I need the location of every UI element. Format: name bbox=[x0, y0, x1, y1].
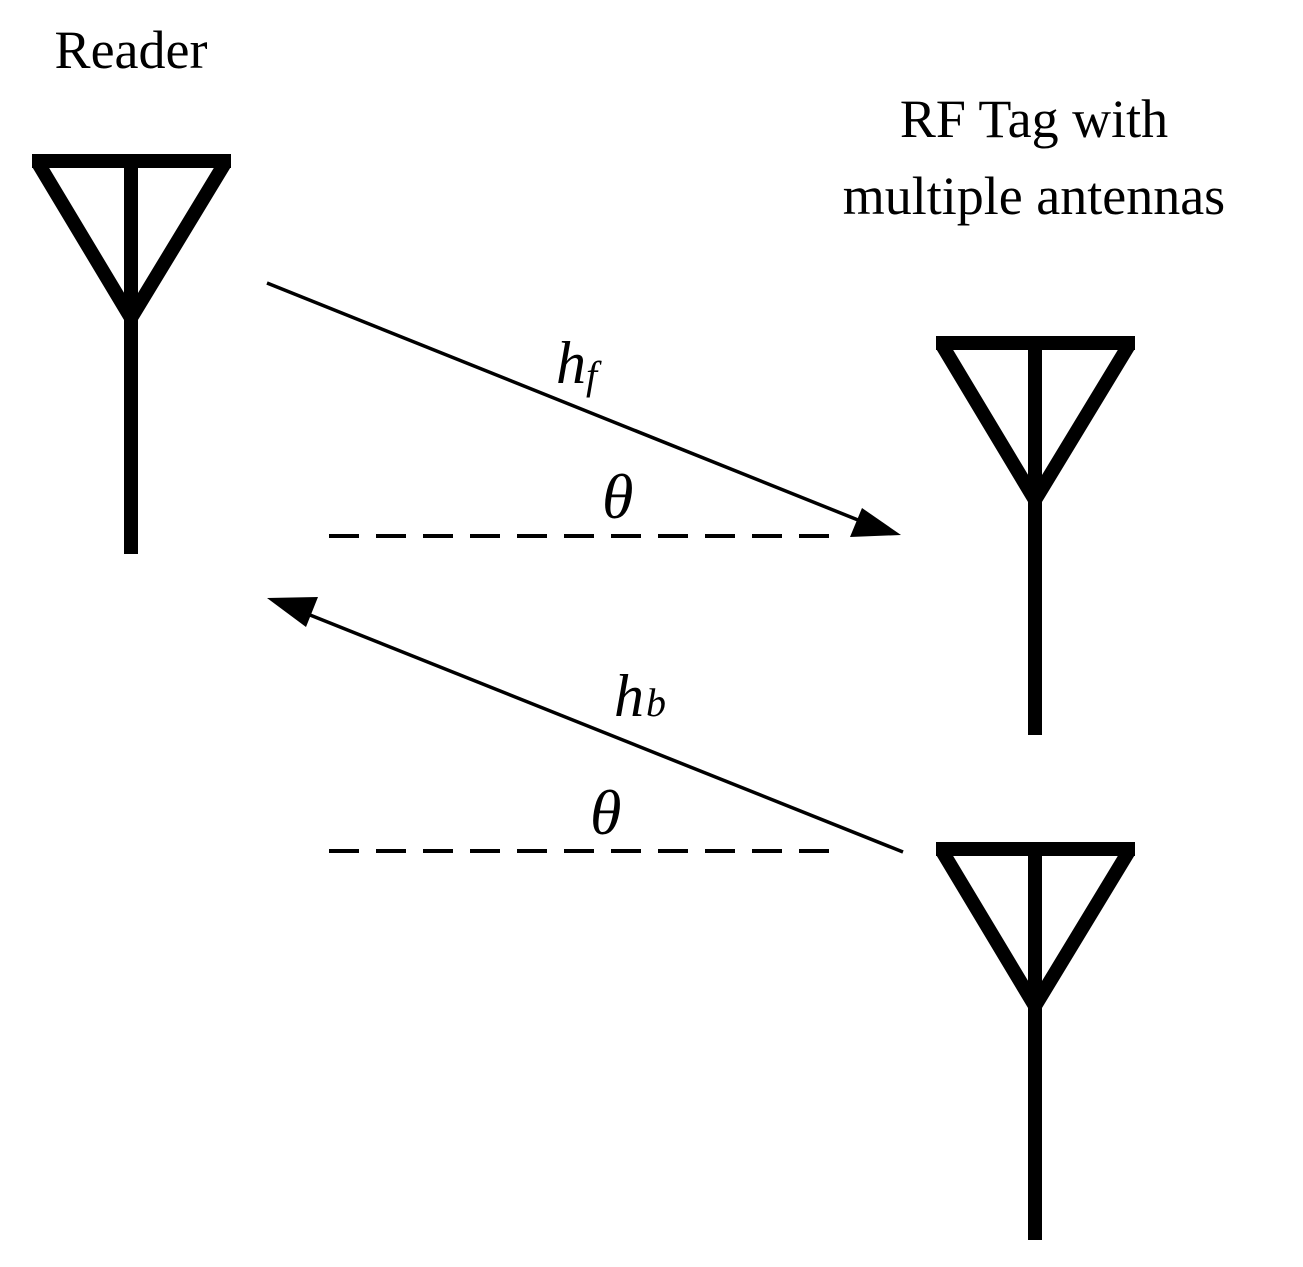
tag-antenna-1-icon bbox=[935, 336, 1135, 735]
forward-channel-label: hf bbox=[556, 330, 602, 398]
backward-link-arrow bbox=[267, 597, 904, 854]
tag-antenna-2-icon bbox=[935, 842, 1135, 1240]
reader-label: Reader bbox=[55, 20, 208, 80]
tag-label-line1: RF Tag with bbox=[900, 89, 1168, 149]
tag-label-line2: multiple antennas bbox=[843, 166, 1225, 226]
reader-antenna-icon bbox=[31, 154, 231, 554]
forward-angle-label: θ bbox=[602, 461, 633, 532]
forward-channel-subscript: f bbox=[586, 353, 602, 398]
forward-link-arrow bbox=[266, 281, 901, 537]
backward-channel-subscript: b bbox=[646, 680, 666, 725]
forward-channel-symbol: h bbox=[556, 330, 586, 396]
backward-channel-label: hb bbox=[614, 663, 666, 729]
backward-channel-symbol: h bbox=[614, 663, 644, 729]
backward-angle-label: θ bbox=[590, 777, 621, 848]
